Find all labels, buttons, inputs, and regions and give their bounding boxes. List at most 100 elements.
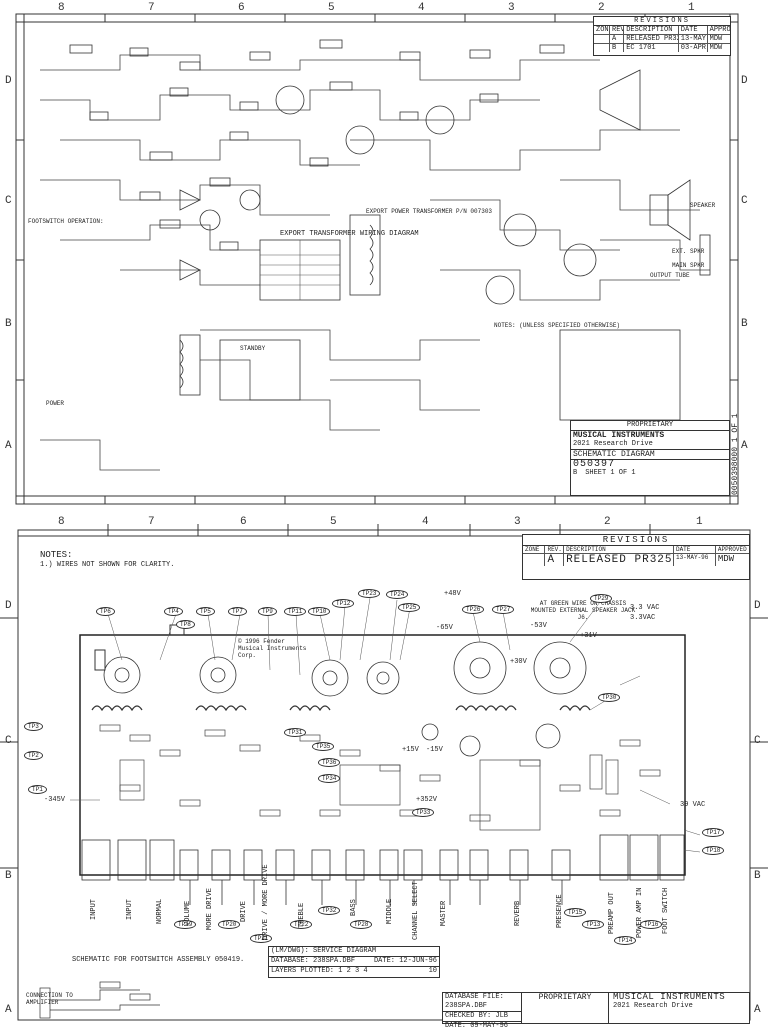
jack-label: FOOT SWITCH (662, 887, 670, 934)
rev-letter: A (610, 35, 625, 43)
test-point: TP3 (24, 722, 43, 731)
layers-plotted: LAYERS PLOTTED: 1 2 3 4 (271, 967, 368, 975)
drawing-revision: B (573, 469, 578, 477)
pot-label: MIDDLE (386, 898, 394, 924)
test-point: TP27 (492, 605, 515, 614)
test-point: TP24 (386, 590, 409, 599)
jack-label: NORMAL (156, 898, 164, 924)
zone-label: 5 (330, 516, 337, 528)
pot-label: MORE DRIVE (206, 887, 214, 930)
proprietary-label: PROPRIETARY (571, 421, 729, 431)
zone-label: 1 (696, 516, 703, 528)
service-revisions-header-row: ZONE REV. DESCRIPTION DATE APPROVED (523, 546, 749, 554)
test-point: TP35 (312, 742, 335, 751)
test-point: TP25 (398, 603, 421, 612)
row-label: C (741, 195, 748, 207)
service-sheet: 8 7 6 5 4 3 2 1 D C B A D C B A NOTES: 1… (0, 510, 768, 1030)
test-point: TP12 (332, 599, 355, 608)
zone-label: 1 (688, 2, 695, 14)
header-zone: ZONE (523, 546, 546, 553)
test-point: TP29 (590, 594, 613, 603)
copyright-note: © 1996 Fender Musical Instruments Corp. (238, 638, 307, 659)
pot-label: BASS (350, 899, 358, 916)
vac-39-label: 39 VAC (680, 801, 706, 809)
zone-label: 6 (240, 516, 247, 528)
header-description: DESCRIPTION (624, 26, 679, 34)
row-label: A (754, 1004, 761, 1016)
row-label: B (754, 870, 761, 882)
footswitch-schematic-title: SCHEMATIC FOR FOOTSWITCH ASSEMBLY 050419… (72, 956, 245, 964)
revisions-title: REVISIONS (594, 17, 730, 26)
v-30-label: +30V (510, 658, 527, 666)
connection-to-amplifier: CONNECTION TO AMPLIFIER (26, 992, 73, 1006)
v-15b-label: -15V (426, 746, 443, 754)
jack-label: INPUT (126, 898, 134, 920)
service-revisions-title: REVISIONS (523, 535, 749, 546)
company-name: MUSICAL INSTRUMENTS (613, 992, 726, 1002)
service-date: DATE: 12-JUN-96 (373, 957, 437, 965)
zone-label: 3 (514, 516, 521, 528)
proprietary-label: PROPRIETARY (522, 993, 609, 1023)
test-point: TP31 (284, 728, 307, 737)
service-revisions-table: REVISIONS ZONE REV. DESCRIPTION DATE APP… (522, 534, 750, 580)
export-transformer-label: EXPORT TRANSFORMER WIRING DIAGRAM (280, 230, 419, 238)
test-point: TP16 (640, 920, 663, 929)
row-label: D (754, 600, 761, 612)
header-approved: APPROVED (709, 26, 731, 34)
v-352-label: +352V (416, 796, 438, 804)
database-file: DATABASE FILE: 238SPA.DBF (443, 993, 521, 1012)
switch-label: CHANNEL SELECT (412, 881, 420, 940)
row-label: A (741, 440, 748, 452)
v-65-label: -65V (436, 624, 453, 632)
rev-approved: MDW (717, 554, 735, 564)
zone-label: 8 (58, 2, 65, 14)
rev-approved: MDW (709, 44, 723, 52)
footswitch-operation-label: FOOTSWITCH OPERATION: (28, 218, 104, 225)
ext-speaker-label: EXT. SPKR (672, 248, 705, 255)
zone-label: 6 (238, 2, 245, 14)
row-label: C (5, 195, 12, 207)
test-point: TP18 (702, 846, 725, 855)
row-label: D (5, 75, 12, 87)
row-label: C (754, 735, 761, 747)
test-point: TP13 (582, 920, 605, 929)
service-diagram-title: (LM/DWG): SERVICE DIAGRAM (269, 947, 439, 957)
zone-label: 4 (418, 2, 425, 14)
zone-label: 2 (598, 2, 605, 14)
pot-label: TREBLE (298, 902, 306, 928)
sheet-count: SHEET 1 OF 1 (585, 469, 636, 477)
revisions-table: REVISIONS ZONE REV. DESCRIPTION DATE APP… (593, 16, 731, 56)
revision-row: A RELEASED PR325 13-MAY-96 MDW (594, 35, 730, 44)
service-notes-title: NOTES: (40, 550, 73, 560)
schematic-notes-title: NOTES: (UNLESS SPECIFIED OTHERWISE) (494, 322, 621, 329)
schematic-title-block: PROPRIETARY MUSICAL INSTRUMENTS 2021 Res… (570, 420, 730, 496)
switch-label: DRIVE / MORE DRIVE (262, 864, 270, 940)
service-title-block: DATABASE FILE: 238SPA.DBF CHECKED BY: JL… (442, 992, 750, 1030)
test-point: TP8 (176, 620, 195, 629)
rev-date: 03-APR-98 (680, 44, 708, 52)
rev-date: 13-MAY-96 (674, 554, 716, 566)
zone-label: 2 (604, 516, 611, 528)
header-date: DATE (679, 26, 708, 34)
zone-label: 8 (58, 516, 65, 528)
test-point: TP23 (358, 589, 381, 598)
zone-label: 7 (148, 2, 155, 14)
service-notes-line: 1.) WIRES NOT SHOWN FOR CLARITY. (40, 561, 175, 569)
row-label: D (5, 600, 12, 612)
rev-date: 13-MAY-96 (680, 35, 708, 43)
rev-description: EC 1701 (624, 44, 679, 52)
header-zone: ZONE (596, 26, 611, 34)
service-info-block: (LM/DWG): SERVICE DIAGRAM DATABASE: 238S… (268, 946, 440, 978)
test-point: TP1 (28, 785, 47, 794)
test-point: TP10 (308, 607, 331, 616)
row-label: D (741, 75, 748, 87)
company-name: MUSICAL INSTRUMENTS (573, 431, 665, 440)
jack-label: PREAMP OUT (608, 891, 616, 934)
test-point: TP17 (702, 828, 725, 837)
row-label: A (5, 440, 12, 452)
pot-label: DRIVE (240, 900, 248, 922)
pot-label: VOLUME (184, 900, 192, 926)
test-point: TP2 (24, 751, 43, 760)
header-rev: REV. (612, 26, 625, 34)
jack-label: POWER AMP IN (636, 887, 644, 938)
